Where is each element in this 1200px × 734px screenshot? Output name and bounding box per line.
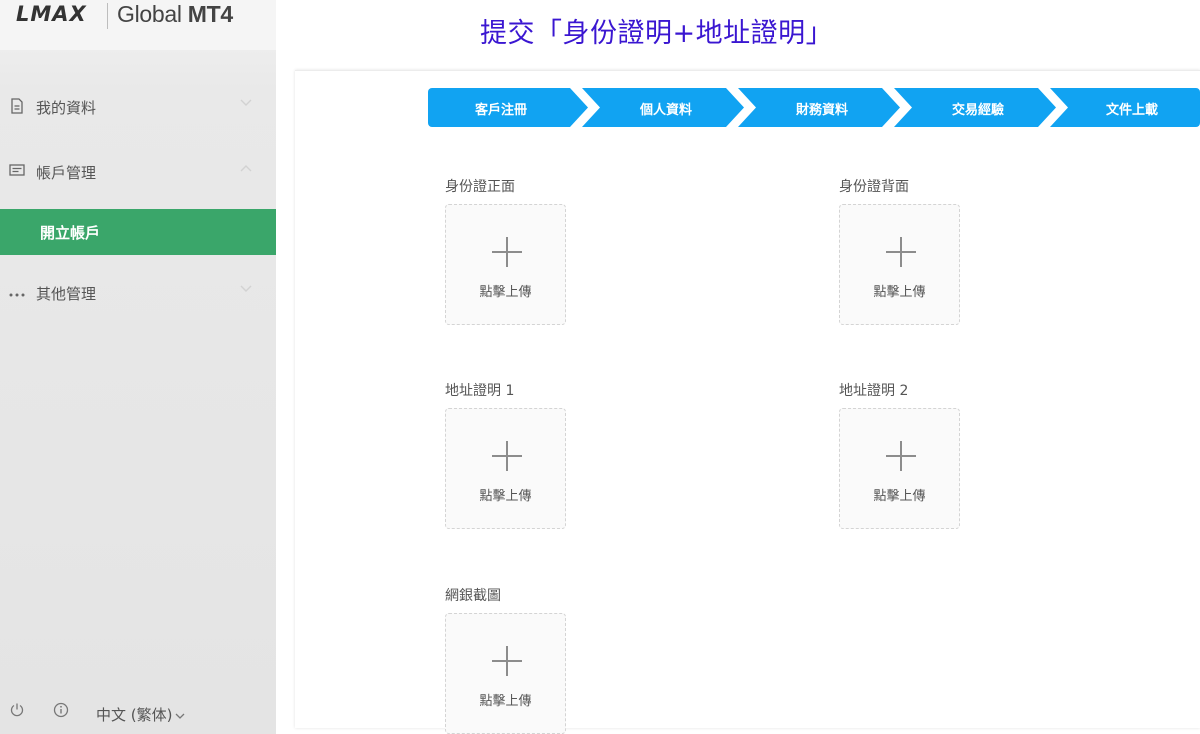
step-label: 財務資料 bbox=[795, 103, 848, 118]
brand-product-prefix: Global bbox=[117, 1, 188, 27]
upload-label-id-front: 身份證正面 bbox=[445, 179, 515, 195]
progress-steps: 客戶注冊 個人資料 財務資料 交易經驗 文件上載 bbox=[428, 88, 1200, 127]
upload-action-text: 點擊上傳 bbox=[479, 694, 532, 709]
sidebar-item-account-management[interactable]: 帳戶管理 bbox=[0, 149, 276, 195]
upload-id-back[interactable]: 點擊上傳 bbox=[839, 204, 960, 325]
document-icon bbox=[8, 98, 26, 116]
sidebar-footer: 中文 (繁体) bbox=[0, 696, 276, 734]
language-selector[interactable]: 中文 (繁体) bbox=[96, 704, 186, 725]
upload-address-proof-1[interactable]: 點擊上傳 bbox=[445, 408, 566, 529]
upload-action-text: 點擊上傳 bbox=[873, 489, 926, 504]
sidebar-item-other-management[interactable]: 其他管理 bbox=[0, 270, 276, 316]
upload-label-id-back: 身份證背面 bbox=[839, 179, 909, 195]
brand-divider bbox=[107, 3, 108, 29]
upload-action-text: 點擊上傳 bbox=[873, 285, 926, 300]
sidebar-item-label: 帳戶管理 bbox=[36, 164, 97, 182]
brand-product-bold: MT4 bbox=[187, 1, 233, 27]
step-financial-info[interactable]: 財務資料 bbox=[736, 88, 900, 127]
sidebar-item-label: 我的資料 bbox=[36, 99, 97, 117]
upload-action-text: 點擊上傳 bbox=[479, 285, 532, 300]
brand-lmax: LMAX bbox=[16, 2, 87, 26]
step-trading-experience[interactable]: 交易經驗 bbox=[892, 88, 1056, 127]
card-icon bbox=[8, 163, 26, 181]
chevron-up-icon bbox=[240, 164, 252, 175]
upload-label-address-2: 地址證明 2 bbox=[839, 383, 909, 399]
chevron-down-icon bbox=[240, 99, 252, 110]
upload-action-text: 點擊上傳 bbox=[479, 489, 532, 504]
upload-label-address-1: 地址證明 1 bbox=[445, 383, 515, 399]
step-client-registration[interactable]: 客戶注冊 bbox=[428, 88, 588, 127]
more-dots-icon bbox=[8, 284, 26, 302]
language-label: 中文 (繁体) bbox=[96, 706, 173, 724]
chevron-down-icon bbox=[240, 285, 252, 296]
top-banner: 提交「身份證明+地址證明」 bbox=[276, 0, 1200, 50]
sidebar-item-my-profile[interactable]: 我的資料 bbox=[0, 84, 276, 130]
page-title: 提交「身份證明+地址證明」 bbox=[480, 18, 834, 49]
info-icon[interactable] bbox=[52, 702, 70, 720]
step-document-upload[interactable]: 文件上載 bbox=[1048, 88, 1200, 127]
sidebar-item-label: 其他管理 bbox=[36, 285, 97, 303]
chevron-down-icon bbox=[172, 706, 186, 724]
power-icon[interactable] bbox=[8, 702, 26, 720]
brand-product: Global MT4 bbox=[117, 1, 233, 28]
step-label: 客戶注冊 bbox=[474, 103, 527, 118]
step-label: 文件上載 bbox=[1105, 103, 1158, 118]
step-label: 交易經驗 bbox=[951, 103, 1004, 118]
upload-label-bank-screenshot: 網銀截圖 bbox=[445, 588, 501, 604]
brand-logo[interactable]: LMAX Global MT4 bbox=[0, 0, 276, 50]
main-panel bbox=[295, 70, 1200, 728]
step-label: 個人資料 bbox=[639, 103, 692, 118]
upload-id-front[interactable]: 點擊上傳 bbox=[445, 204, 566, 325]
sidebar-item-label: 開立帳戶 bbox=[40, 224, 101, 242]
sidebar: LMAX Global MT4 我的資料 帳戶管理 開立帳戶 其他管理 bbox=[0, 0, 276, 734]
sidebar-item-open-account[interactable]: 開立帳戶 bbox=[0, 209, 276, 255]
upload-bank-screenshot[interactable]: 點擊上傳 bbox=[445, 613, 566, 734]
upload-address-proof-2[interactable]: 點擊上傳 bbox=[839, 408, 960, 529]
step-personal-info[interactable]: 個人資料 bbox=[580, 88, 744, 127]
